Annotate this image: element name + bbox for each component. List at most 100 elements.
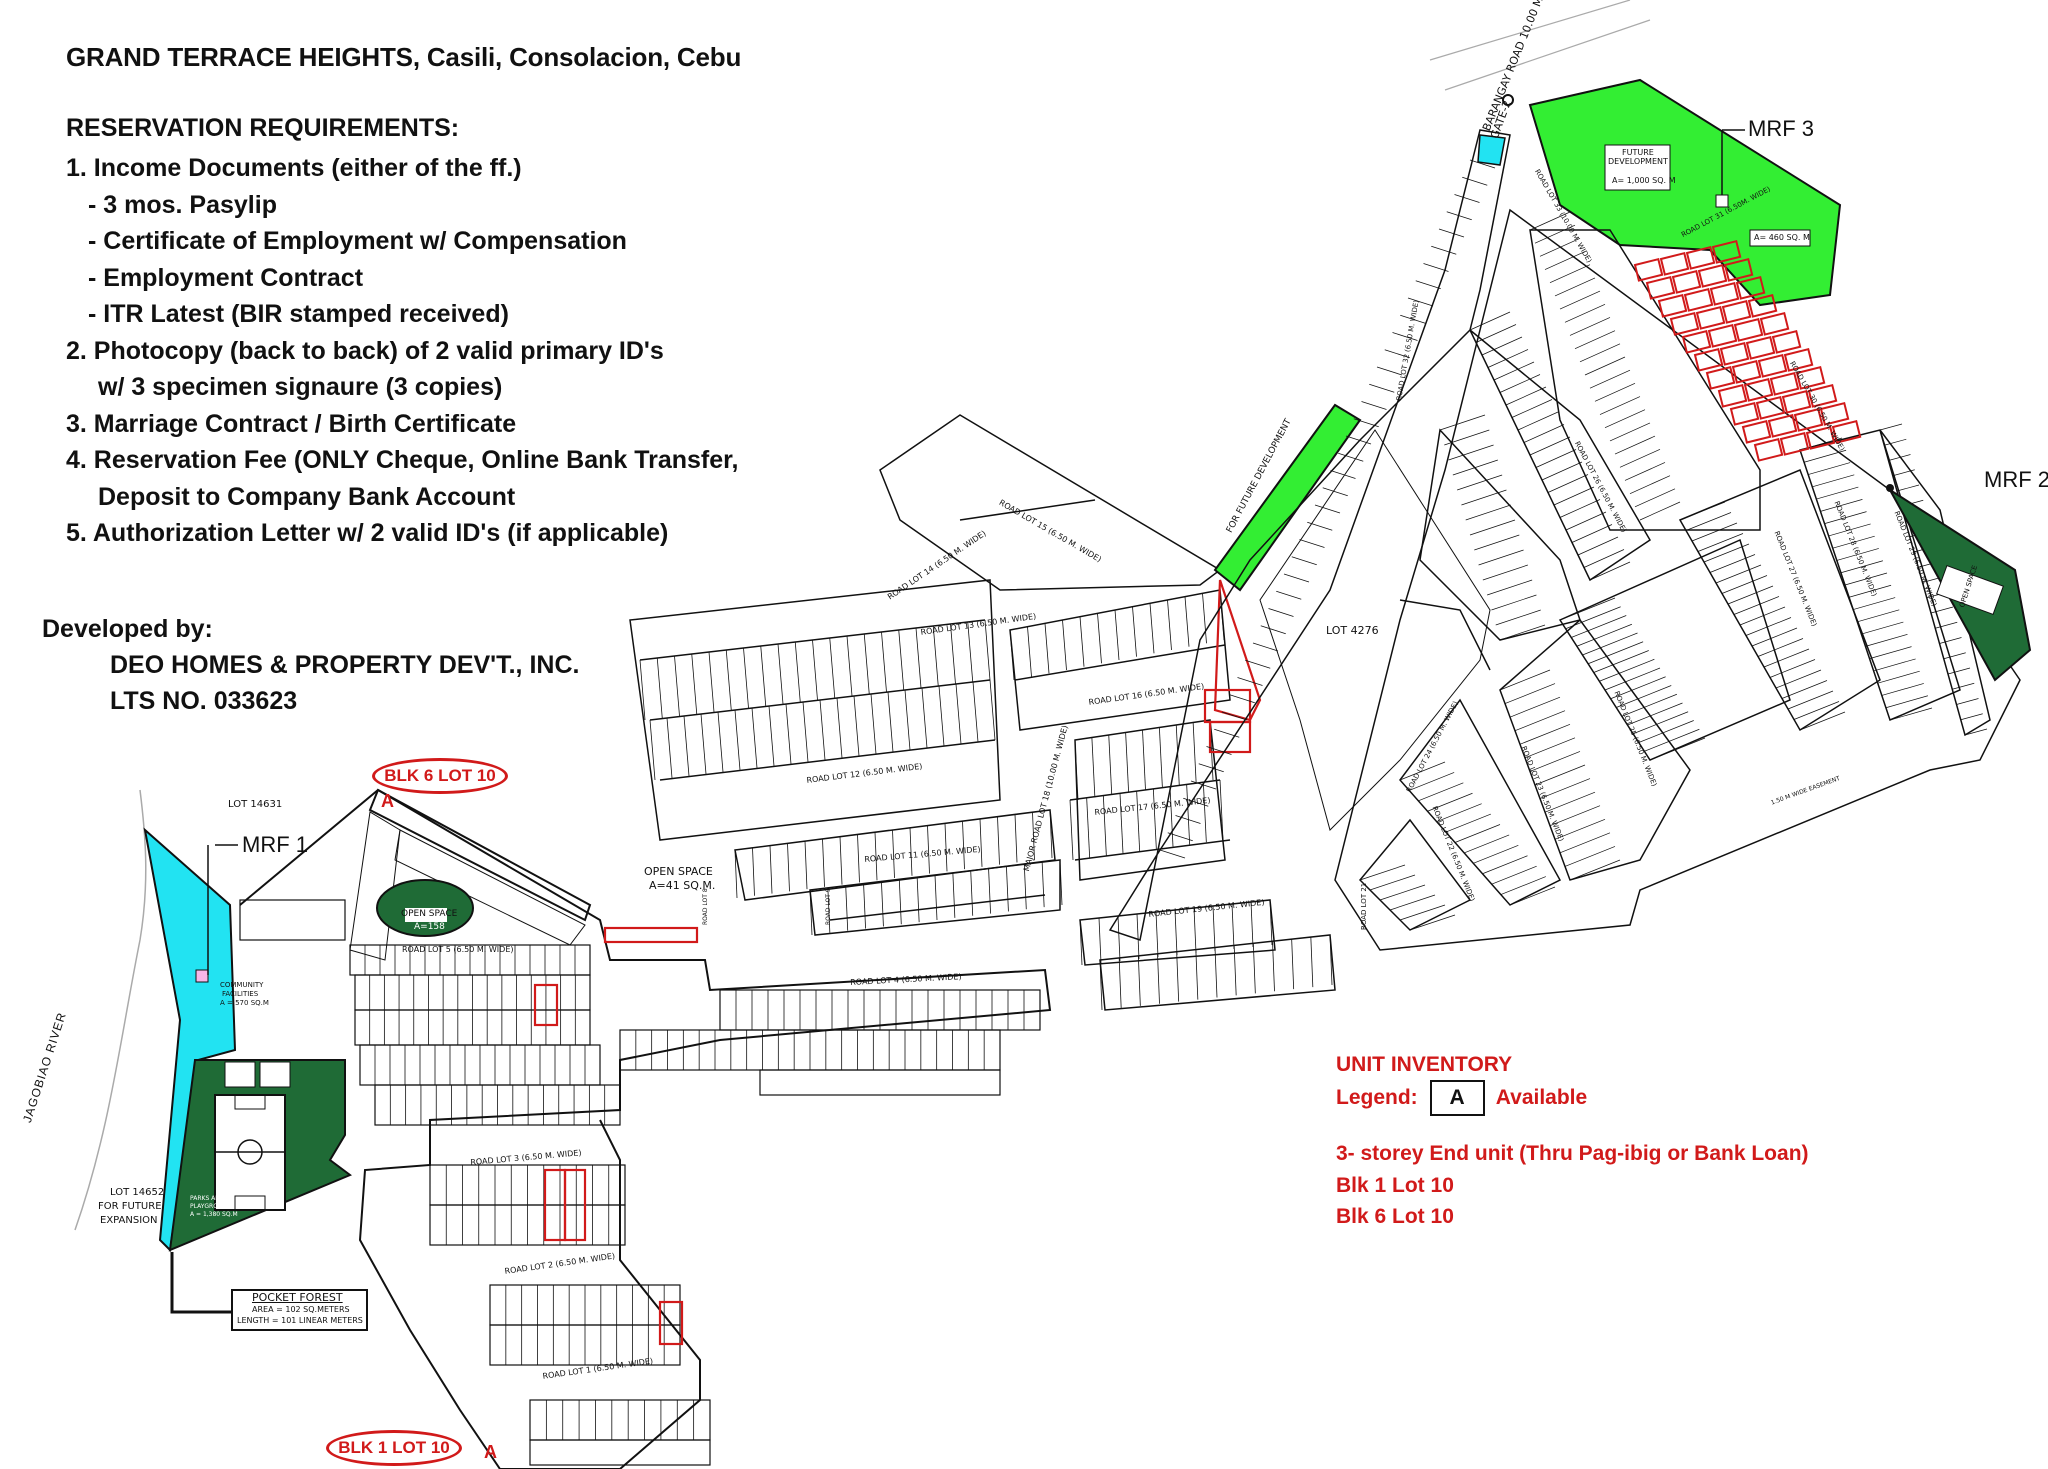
lot-divider: [915, 627, 922, 689]
lot-divider: [887, 691, 894, 753]
lot-divider: [1448, 444, 1494, 461]
lot-divider: [674, 655, 680, 717]
road-label: ROAD LOT 9: [825, 888, 832, 925]
lot-divider: [1853, 597, 1896, 610]
open-space-1-area: A=158: [414, 922, 445, 932]
lot-divider: [1888, 454, 1911, 461]
lot-divider: [1727, 585, 1774, 605]
lot-divider: [1169, 786, 1174, 847]
west-cluster-outline: [239, 788, 1052, 1469]
lot-divider: [1465, 504, 1511, 521]
lot-divider: [1457, 474, 1503, 491]
lot-divider: [1685, 512, 1732, 531]
lot-divider: [1186, 784, 1191, 845]
lot-divider: [1565, 511, 1607, 531]
lot-divider: [1446, 211, 1472, 221]
lot-divider: [944, 823, 948, 872]
lot-divider: [760, 645, 767, 707]
requirements-list: 1. Income Documents (either of the ff.) …: [66, 150, 738, 552]
available-lot: [1747, 293, 1778, 318]
lot-divider: [1125, 732, 1130, 793]
river-bank-west: [74, 789, 147, 1231]
available-lot: [1671, 269, 1702, 294]
pocket-forest-title: POCKET FOREST: [252, 1291, 343, 1304]
lot-divider: [1299, 539, 1325, 548]
page-title: GRAND TERRACE HEIGHTS, Casili, Consolaci…: [66, 42, 742, 72]
lot-divider: [1514, 710, 1566, 732]
developed-by-label: Developed by:: [42, 615, 213, 643]
lot-divider: [1291, 939, 1295, 990]
lot-divider: [979, 818, 983, 867]
lot-divider: [743, 647, 749, 709]
lot-divider: [1619, 448, 1661, 468]
lot-divider: [777, 643, 784, 705]
lot-divider: [1044, 623, 1050, 674]
mrf1-label: MRF 1: [242, 832, 308, 857]
lot-divider: [1571, 524, 1613, 543]
lot-divider: [1462, 176, 1488, 186]
lot-divider: [1539, 778, 1591, 799]
lot-divider: [1769, 659, 1816, 678]
lot-divider: [1529, 211, 1571, 231]
lot-divider: [1509, 886, 1556, 906]
lot-divider: [1027, 626, 1032, 677]
lot-divider: [1369, 383, 1395, 393]
available-lot: [1697, 263, 1728, 288]
available-lot: [1745, 335, 1776, 360]
available-lot: [1767, 413, 1798, 438]
lot-divider: [863, 883, 866, 929]
lot-divider: [1176, 951, 1180, 1002]
lot-divider: [1943, 652, 1966, 660]
available-lot: [1659, 251, 1690, 276]
lot-divider: [734, 709, 741, 771]
lot-divider: [1231, 903, 1235, 950]
lot-divider: [1564, 303, 1606, 323]
lot-divider: [934, 874, 938, 921]
lot-divider: [1604, 409, 1646, 429]
lot-divider: [921, 687, 928, 749]
lot-divider: [802, 701, 809, 763]
lot-divider: [1632, 711, 1689, 735]
for-future-dev-area: [1213, 403, 1362, 592]
lot-divider: [639, 659, 646, 721]
lot-divider: [1499, 374, 1541, 393]
lot-divider: [1361, 401, 1387, 410]
lot-divider: [1353, 418, 1379, 428]
lot-divider: [1338, 452, 1364, 462]
lot-divider: [1097, 613, 1102, 664]
lot-divider: [1559, 832, 1611, 854]
blk6-wedge: [368, 788, 592, 922]
future-development-label-2: DEVELOPMENT: [1608, 157, 1668, 166]
lot-divider: [1892, 469, 1915, 477]
lot-divider: [845, 885, 849, 931]
cyan-gate: [1477, 134, 1506, 166]
available-lot: [1681, 329, 1712, 354]
lot-divider: [1491, 594, 1537, 611]
lot-divider: [1715, 564, 1762, 584]
available-lot: [1683, 287, 1714, 312]
lot-divider: [1840, 560, 1884, 574]
lot-divider: [1621, 693, 1678, 717]
lts-number: LTS NO. 033623: [110, 687, 298, 715]
available-lot: [1741, 419, 1772, 444]
lot-divider: [1098, 917, 1102, 964]
lot-divider: [1509, 696, 1561, 718]
lot-divider: [1589, 369, 1631, 389]
lot-divider: [1939, 637, 1962, 644]
lot-divider: [1307, 521, 1333, 531]
parks-label-2: PLAYGROUND: [190, 1203, 232, 1210]
open-space-area: A=41 SQ.M.: [649, 879, 716, 892]
lot-divider: [1836, 548, 1879, 561]
lot-divider: [1102, 795, 1107, 856]
community-label-2: FACILITIES: [222, 990, 259, 998]
lot-divider: [1268, 608, 1294, 617]
open-space-1-label: OPEN SPACE: [401, 909, 458, 919]
available-lot: [1795, 365, 1826, 390]
lot-divider: [1184, 596, 1190, 647]
lot-divider: [769, 845, 773, 894]
lot-divider: [1086, 797, 1091, 858]
lot-divider: [1214, 728, 1240, 738]
lot-14652-label: LOT 14652: [110, 1187, 165, 1198]
lot-divider: [1415, 280, 1441, 290]
lot-divider: [870, 693, 877, 755]
